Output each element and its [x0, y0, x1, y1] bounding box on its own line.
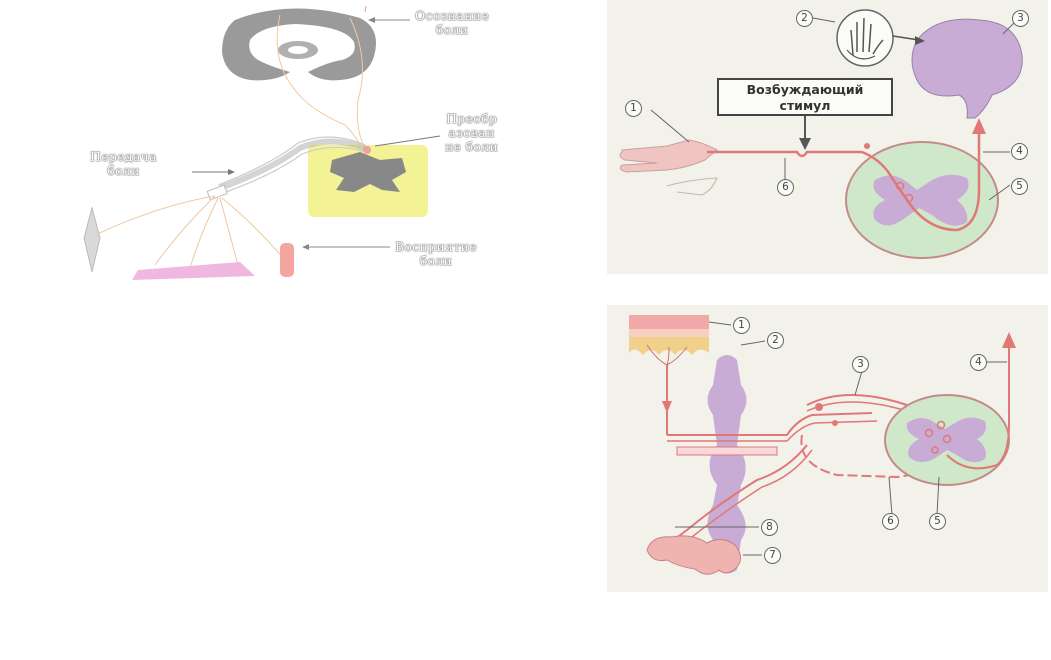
- marker-1: 1: [625, 100, 642, 117]
- marker-4: 4: [1011, 143, 1028, 160]
- tissue-cylinder: [280, 243, 294, 277]
- brain-illustration: [911, 18, 1023, 119]
- hand-touch-circle: [836, 9, 894, 67]
- marker-6: 6: [882, 513, 899, 530]
- marker-5: 5: [1011, 178, 1028, 195]
- marker-2: 2: [767, 332, 784, 349]
- brain-section: [222, 8, 376, 81]
- marker-4: 4: [970, 354, 987, 371]
- marker-3: 3: [1012, 10, 1029, 27]
- label-pain-transmission: Передача боли: [90, 149, 157, 178]
- label-pain-awareness: Осознание боли: [415, 8, 490, 37]
- pain-pathway-diagram: Осознание боли Преобр азован не боли Пер…: [70, 0, 540, 285]
- skin-strip: [132, 262, 255, 280]
- gray-matter: [330, 152, 406, 192]
- marker-5: 5: [929, 513, 946, 530]
- somatic-reflex-drawing: [619, 9, 1023, 259]
- intestines: [646, 535, 741, 575]
- marker-7: 7: [764, 547, 781, 564]
- skin-layers: [629, 315, 709, 329]
- stimulus-line-2: стимул: [779, 98, 831, 113]
- sympathetic-chain: [707, 355, 747, 574]
- visceral-reflex-drawing: [629, 315, 1016, 575]
- somatic-reflex-diagram: Возбуждающий стимул 1 2 3 4 5 6: [607, 0, 1048, 274]
- hand-illustration: [619, 139, 718, 173]
- spinal-gray-matter: [906, 417, 986, 463]
- label-pain-perception: Восприятие боли: [395, 239, 477, 268]
- visceral-reflex-diagram: 1 2 3 4 5 6 7 8: [607, 305, 1048, 592]
- pain-pathway-drawing: [83, 5, 441, 280]
- receptor-diamond: [83, 206, 101, 273]
- stimulus-line-1: Возбуждающий: [746, 82, 864, 97]
- stimulus-box: Возбуждающий стимул: [717, 78, 893, 116]
- marker-2: 2: [796, 10, 813, 27]
- marker-1: 1: [733, 317, 750, 334]
- marker-3: 3: [852, 356, 869, 373]
- marker-8: 8: [761, 519, 778, 536]
- label-pain-transformation: Преобр азован не боли: [445, 111, 499, 154]
- marker-6: 6: [777, 179, 794, 196]
